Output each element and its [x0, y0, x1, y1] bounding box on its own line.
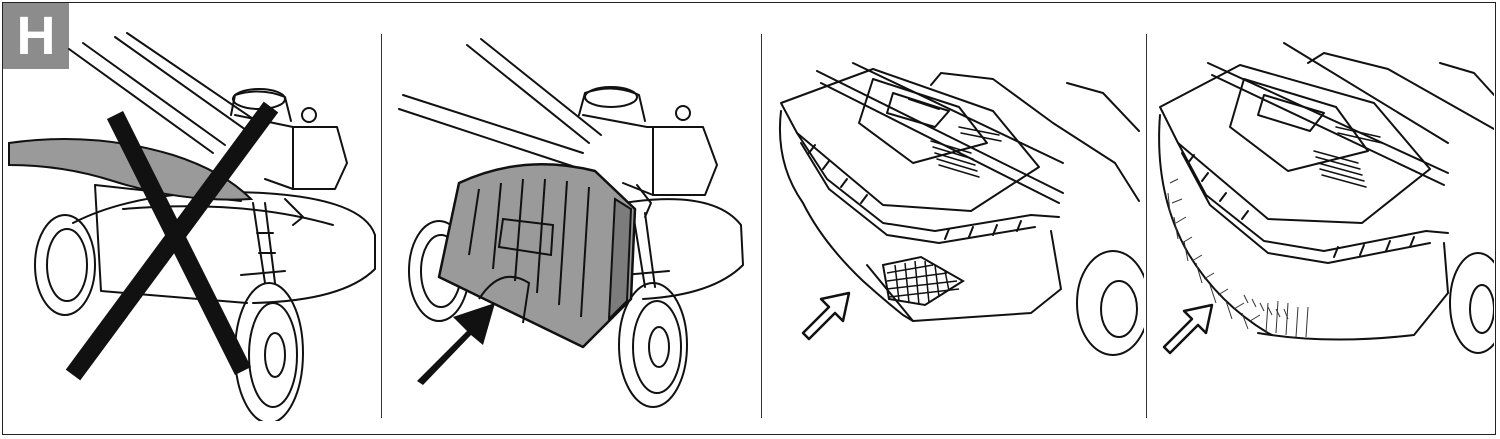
grass-bag-illustration-2 [1158, 42, 1494, 355]
grass-bag-illustration-1 [778, 62, 1144, 356]
mower-illustration-1 [8, 32, 376, 421]
panel-divider-2 [761, 34, 762, 418]
panel-divider-1 [381, 34, 382, 418]
grass-bag-fill-shading [1167, 178, 1309, 338]
section-letter: H [16, 6, 56, 66]
outline-arrow-icon [801, 291, 851, 341]
panel-3-grass-bag-mesh [763, 3, 1144, 421]
panel-divider-3 [1146, 34, 1147, 418]
mulching-plug [437, 163, 637, 349]
panel-1-deflector-crossed [3, 3, 379, 421]
outline-arrow-icon [1162, 303, 1214, 355]
grass-bag-mesh-window [881, 255, 965, 307]
solid-arrow-icon [417, 303, 495, 385]
panel-4-grass-bag-full [1148, 3, 1494, 421]
cross-mark-icon [65, 101, 279, 381]
section-letter-tab: H [3, 3, 69, 69]
panel-2-plug-inserted [383, 3, 759, 421]
mower-illustration-2 [398, 38, 744, 408]
discharge-deflector [8, 138, 254, 201]
